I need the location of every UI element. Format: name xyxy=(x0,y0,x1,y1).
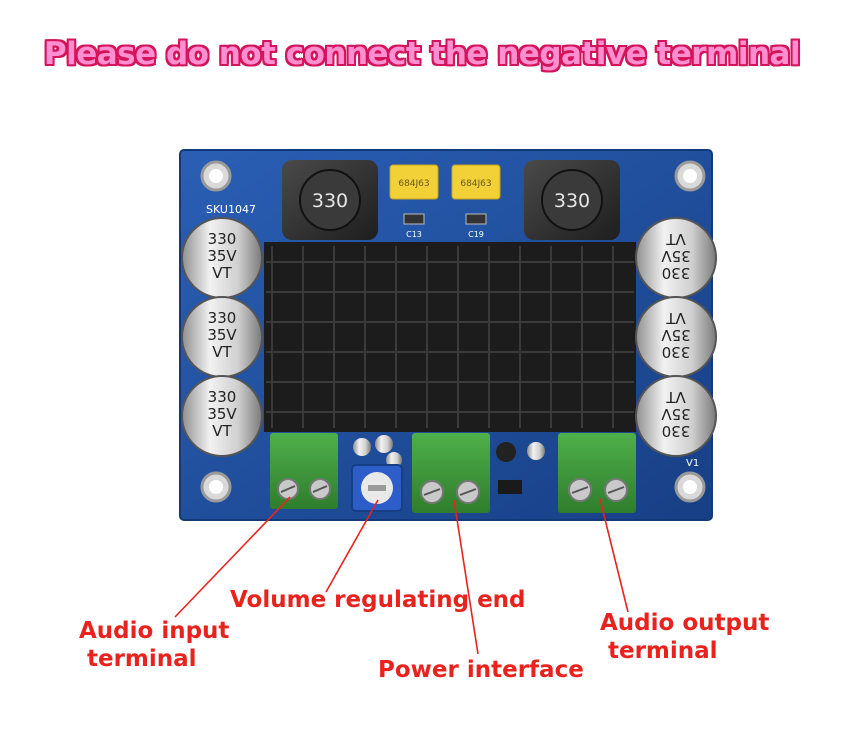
pointer-power xyxy=(453,499,479,655)
audio-input-terminal-block xyxy=(270,433,338,509)
sku-label: SKU1047 xyxy=(206,203,256,216)
power-terminal-block xyxy=(412,433,490,513)
svg-text:684J63: 684J63 xyxy=(460,179,491,189)
pointer-volume xyxy=(325,499,379,593)
capacitor-marking: VT xyxy=(212,343,232,361)
capacitor-c19: 684J63 C19 xyxy=(451,164,501,239)
capacitor-marking: 35V xyxy=(207,405,237,423)
pointer-lines xyxy=(174,496,629,655)
label-audio-output-terminal: Audio output terminal xyxy=(600,610,770,664)
v1-label: V1 xyxy=(686,458,699,469)
label-power-interface: Power interface xyxy=(378,657,584,683)
capacitor-c13: 684J63 C13 xyxy=(389,164,439,239)
capacitor-marking: 35V xyxy=(661,326,691,344)
inductor-left: 330 xyxy=(282,160,378,240)
capacitor-marking: VT xyxy=(212,264,232,282)
heatsink xyxy=(264,242,636,432)
label-audio-input-terminal: Audio input terminal xyxy=(79,618,230,672)
warning-title: Please do not connect the negative termi… xyxy=(43,36,801,72)
capacitor-marking: VT xyxy=(665,309,685,327)
svg-text:C19: C19 xyxy=(468,230,484,239)
capacitor-marking: 35V xyxy=(661,247,691,265)
capacitor-marking: 330 xyxy=(208,230,237,248)
capacitor-marking: 330 xyxy=(662,343,691,361)
inductor-right: 330 xyxy=(524,160,620,240)
audio-output-terminal-block xyxy=(558,433,636,513)
capacitor-marking: 35V xyxy=(207,326,237,344)
capacitor-marking: 330 xyxy=(208,309,237,327)
mounting-holes xyxy=(200,160,706,503)
capacitor-marking: 330 xyxy=(662,264,691,282)
capacitor-marking: VT xyxy=(665,388,685,406)
pointer-audio-input xyxy=(174,496,291,618)
capacitor-marking: 330 xyxy=(208,388,237,406)
svg-text:330: 330 xyxy=(312,190,348,212)
capacitor-marking: VT xyxy=(212,422,232,440)
pointer-audio-output xyxy=(599,498,629,613)
svg-text:C13: C13 xyxy=(406,230,422,239)
svg-text:330: 330 xyxy=(554,190,590,212)
svg-text:684J63: 684J63 xyxy=(398,179,429,189)
capacitor-marking: 35V xyxy=(661,405,691,423)
volume-potentiometer xyxy=(351,464,403,512)
capacitor-marking: VT xyxy=(665,230,685,248)
label-volume-regulating-end: Volume regulating end xyxy=(230,587,526,613)
capacitor-marking: 35V xyxy=(207,247,237,265)
capacitor-marking: 330 xyxy=(662,422,691,440)
